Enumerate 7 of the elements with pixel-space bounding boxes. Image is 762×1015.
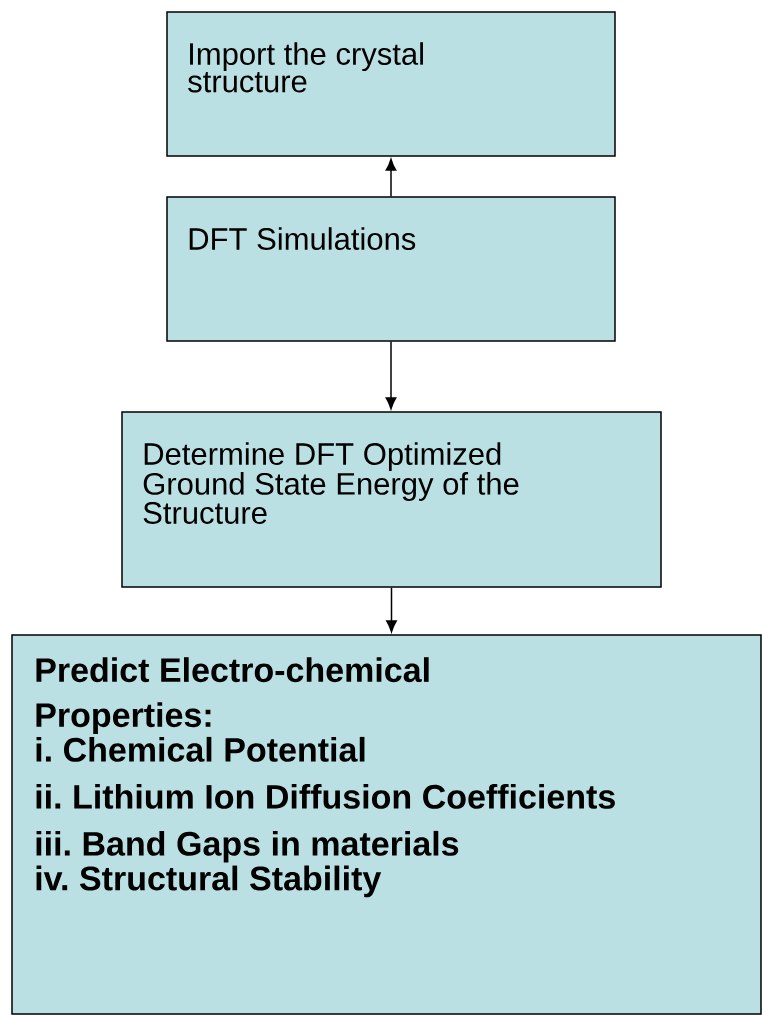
process-box: Predict Electro-chemical Properties: i. Chemical Potential ii. Lithium Ion Diffusion Coefficients iii. Band Gaps in materials iv. Structural Stability <box>11 634 762 1015</box>
process-box: Determine DFT Optimized Ground State Energy of the Structure <box>121 411 662 588</box>
arrow <box>385 341 397 410</box>
arrow <box>385 158 397 197</box>
process-box: DFT Simulations <box>166 196 616 342</box>
arrow <box>386 587 397 633</box>
process-box: Import the crystal structure <box>166 11 616 157</box>
